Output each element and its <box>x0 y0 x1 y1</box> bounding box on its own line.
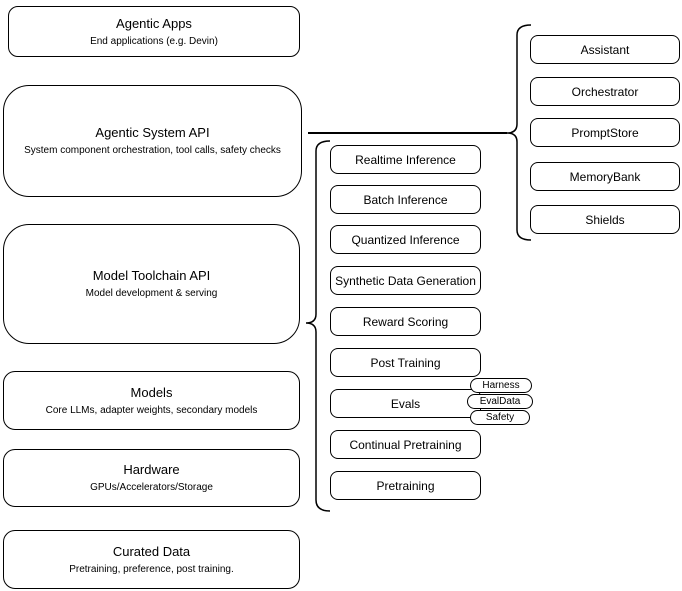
component-promptstore: PromptStore <box>530 118 680 147</box>
component-shields: Shields <box>530 205 680 234</box>
box-subtitle: System component orchestration, tool cal… <box>24 145 281 156</box>
toolchain-item-continual-pretraining: Continual Pretraining <box>330 430 481 459</box>
component-orchestrator: Orchestrator <box>530 77 680 106</box>
box-subtitle: Core LLMs, adapter weights, secondary mo… <box>45 404 258 416</box>
components-brace <box>506 24 532 241</box>
box-subtitle: Pretraining, preference, post training. <box>69 563 234 575</box>
eval-tag-evaldata: EvalData <box>467 394 533 409</box>
box-subtitle: End applications (e.g. Devin) <box>90 35 218 47</box>
box-title: Agentic System API <box>95 125 210 140</box>
box-title: Curated Data <box>112 543 191 559</box>
box-curated-data: Curated Data Pretraining, preference, po… <box>3 530 300 589</box>
eval-tag-harness: Harness <box>470 378 532 393</box>
toolchain-item-evals: Evals <box>330 389 481 418</box>
box-title: Model Toolchain API <box>92 268 211 283</box>
component-memorybank: MemoryBank <box>530 162 680 191</box>
toolchain-brace <box>305 140 331 512</box>
box-agentic-system-api: Agentic System API System component orch… <box>3 85 302 197</box>
toolchain-item-realtime-inference: Realtime Inference <box>330 145 481 174</box>
component-assistant: Assistant <box>530 35 680 64</box>
box-title: Models <box>130 384 173 400</box>
eval-tag-safety: Safety <box>470 410 530 425</box>
toolchain-item-post-training: Post Training <box>330 348 481 377</box>
toolchain-item-synthetic-data-generation: Synthetic Data Generation <box>330 266 481 295</box>
box-agentic-apps: Agentic Apps End applications (e.g. Devi… <box>8 6 300 57</box>
toolchain-item-quantized-inference: Quantized Inference <box>330 225 481 254</box>
toolchain-item-batch-inference: Batch Inference <box>330 185 481 214</box>
box-models: Models Core LLMs, adapter weights, secon… <box>3 371 300 430</box>
toolchain-item-reward-scoring: Reward Scoring <box>330 307 481 336</box>
toolchain-item-pretraining: Pretraining <box>330 471 481 500</box>
box-model-toolchain-api: Model Toolchain API Model development & … <box>3 224 300 344</box>
box-title: Agentic Apps <box>116 15 192 31</box>
box-title: Hardware <box>123 462 180 477</box>
box-hardware: Hardware GPUs/Accelerators/Storage <box>3 449 300 507</box>
box-subtitle: GPUs/Accelerators/Storage <box>90 482 213 493</box>
box-subtitle: Model development & serving <box>85 288 218 299</box>
